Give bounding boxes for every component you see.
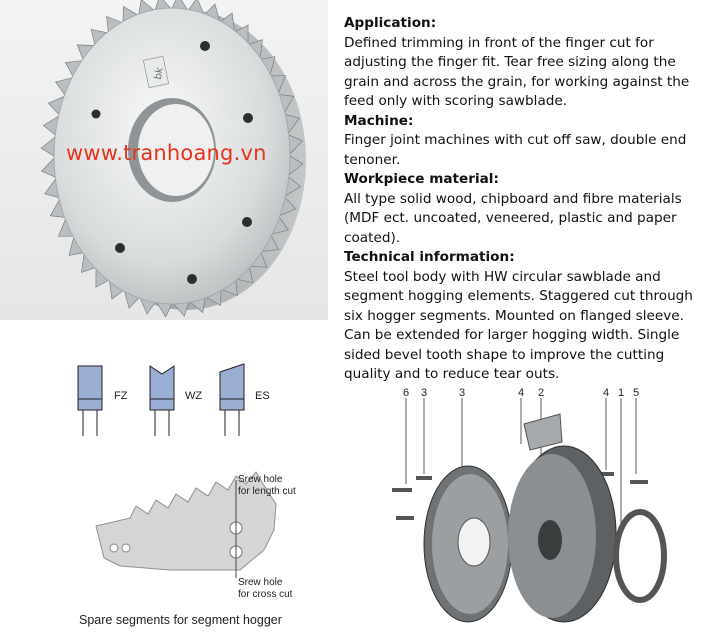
part-number: 2 — [538, 387, 545, 399]
hole-cross-line1: Srew hole — [238, 577, 283, 588]
hole-length-line1: Srew hole — [238, 474, 283, 485]
tooth-label-es: ES — [255, 390, 270, 402]
technical-heading: Technical information: — [344, 249, 515, 265]
saw-tooth — [41, 157, 56, 178]
workpiece-text: All type solid wood, chipboard and fibre… — [344, 190, 682, 246]
saw-blade-illustration: bk — [40, 0, 306, 318]
logo-mark: bk — [153, 66, 166, 80]
product-description: Application: Defined trimming in front o… — [344, 14, 708, 385]
part-number: 4 — [603, 387, 610, 399]
spare-segment-drawing — [95, 471, 277, 578]
part-number: 6 — [403, 387, 410, 399]
tooth-es-diagram — [219, 363, 245, 436]
saw-tooth — [40, 136, 56, 157]
tooth-shape-diagrams — [77, 363, 245, 436]
saw-tooth — [156, 302, 173, 318]
segment-caption: Spare segments for segment hogger — [79, 613, 282, 627]
assembly-saw-blade — [423, 465, 513, 623]
part-number: 5 — [633, 387, 640, 399]
hole-cross-line2: for cross cut — [238, 589, 293, 600]
machine-heading: Machine: — [344, 112, 414, 129]
exploded-assembly-drawing — [392, 398, 667, 623]
hole-cross-label: Srew hole for cross cut — [238, 577, 292, 601]
application-text: Defined trimming in front of the finger … — [344, 34, 690, 110]
hole-length-label: Srew hole for length cut — [238, 474, 296, 498]
application-heading: Application: — [344, 15, 437, 31]
part-number: 4 — [518, 387, 525, 399]
part-number: 3 — [459, 387, 466, 399]
tooth-wz-diagram — [149, 365, 175, 436]
part-number: 1 — [618, 387, 625, 399]
part-number: 3 — [421, 387, 428, 399]
assembly-hogger-body — [508, 413, 617, 623]
tooth-label-fz: FZ — [114, 390, 128, 402]
machine-text: Finger joint machines with cut off saw, … — [344, 132, 687, 168]
product-image: bk — [0, 0, 328, 320]
hole-length-line2: for length cut — [238, 486, 296, 497]
technical-text: Steel tool body with HW circular sawblad… — [344, 268, 693, 383]
assembly-flange-ring — [613, 509, 667, 603]
website-watermark: www.tranhoang.vn — [66, 141, 267, 165]
tooth-label-wz: WZ — [185, 390, 203, 402]
tooth-fz-diagram — [77, 365, 103, 436]
workpiece-heading: Workpiece material: — [344, 171, 499, 187]
